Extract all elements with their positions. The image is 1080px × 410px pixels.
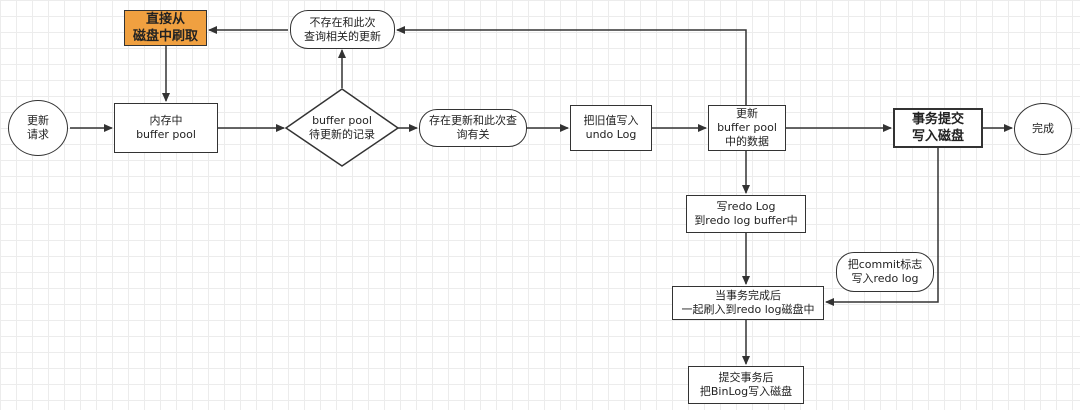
write-undo-log-node: 把旧值写入 undo Log — [570, 105, 652, 151]
not-exist-node: 不存在和此次 查询相关的更新 — [290, 10, 395, 49]
arrow-commit-to-flush-redo — [825, 148, 939, 306]
write-redo-log-node: 写redo Log 到redo log buffer中 — [686, 195, 806, 233]
flush-from-disk-node: 直接从 磁盘中刷取 — [124, 10, 207, 46]
update-buffer-pool-node: 更新 buffer pool 中的数据 — [708, 105, 786, 151]
buffer-pool-check-diamond — [284, 88, 400, 167]
buffer-pool-check-label: buffer pool 待更新的记录 — [309, 114, 375, 141]
exist-related-node: 存在更新和此次查 询有关 — [419, 109, 527, 147]
arrow-update-to-not-exist — [396, 26, 747, 105]
commit-flag-node: 把commit标志 写入redo log — [836, 252, 934, 292]
memory-buffer-pool-node: 内存中 buffer pool — [114, 103, 218, 153]
binlog-to-disk-node: 提交事务后 把BinLog写入磁盘 — [688, 366, 804, 404]
complete-node: 完成 — [1014, 103, 1072, 155]
update-request-node: 更新 请求 — [8, 100, 68, 156]
commit-to-disk-node: 事务提交 写入磁盘 — [893, 108, 983, 148]
flush-redo-log-node: 当事务完成后 一起刷入到redo log磁盘中 — [672, 286, 824, 320]
